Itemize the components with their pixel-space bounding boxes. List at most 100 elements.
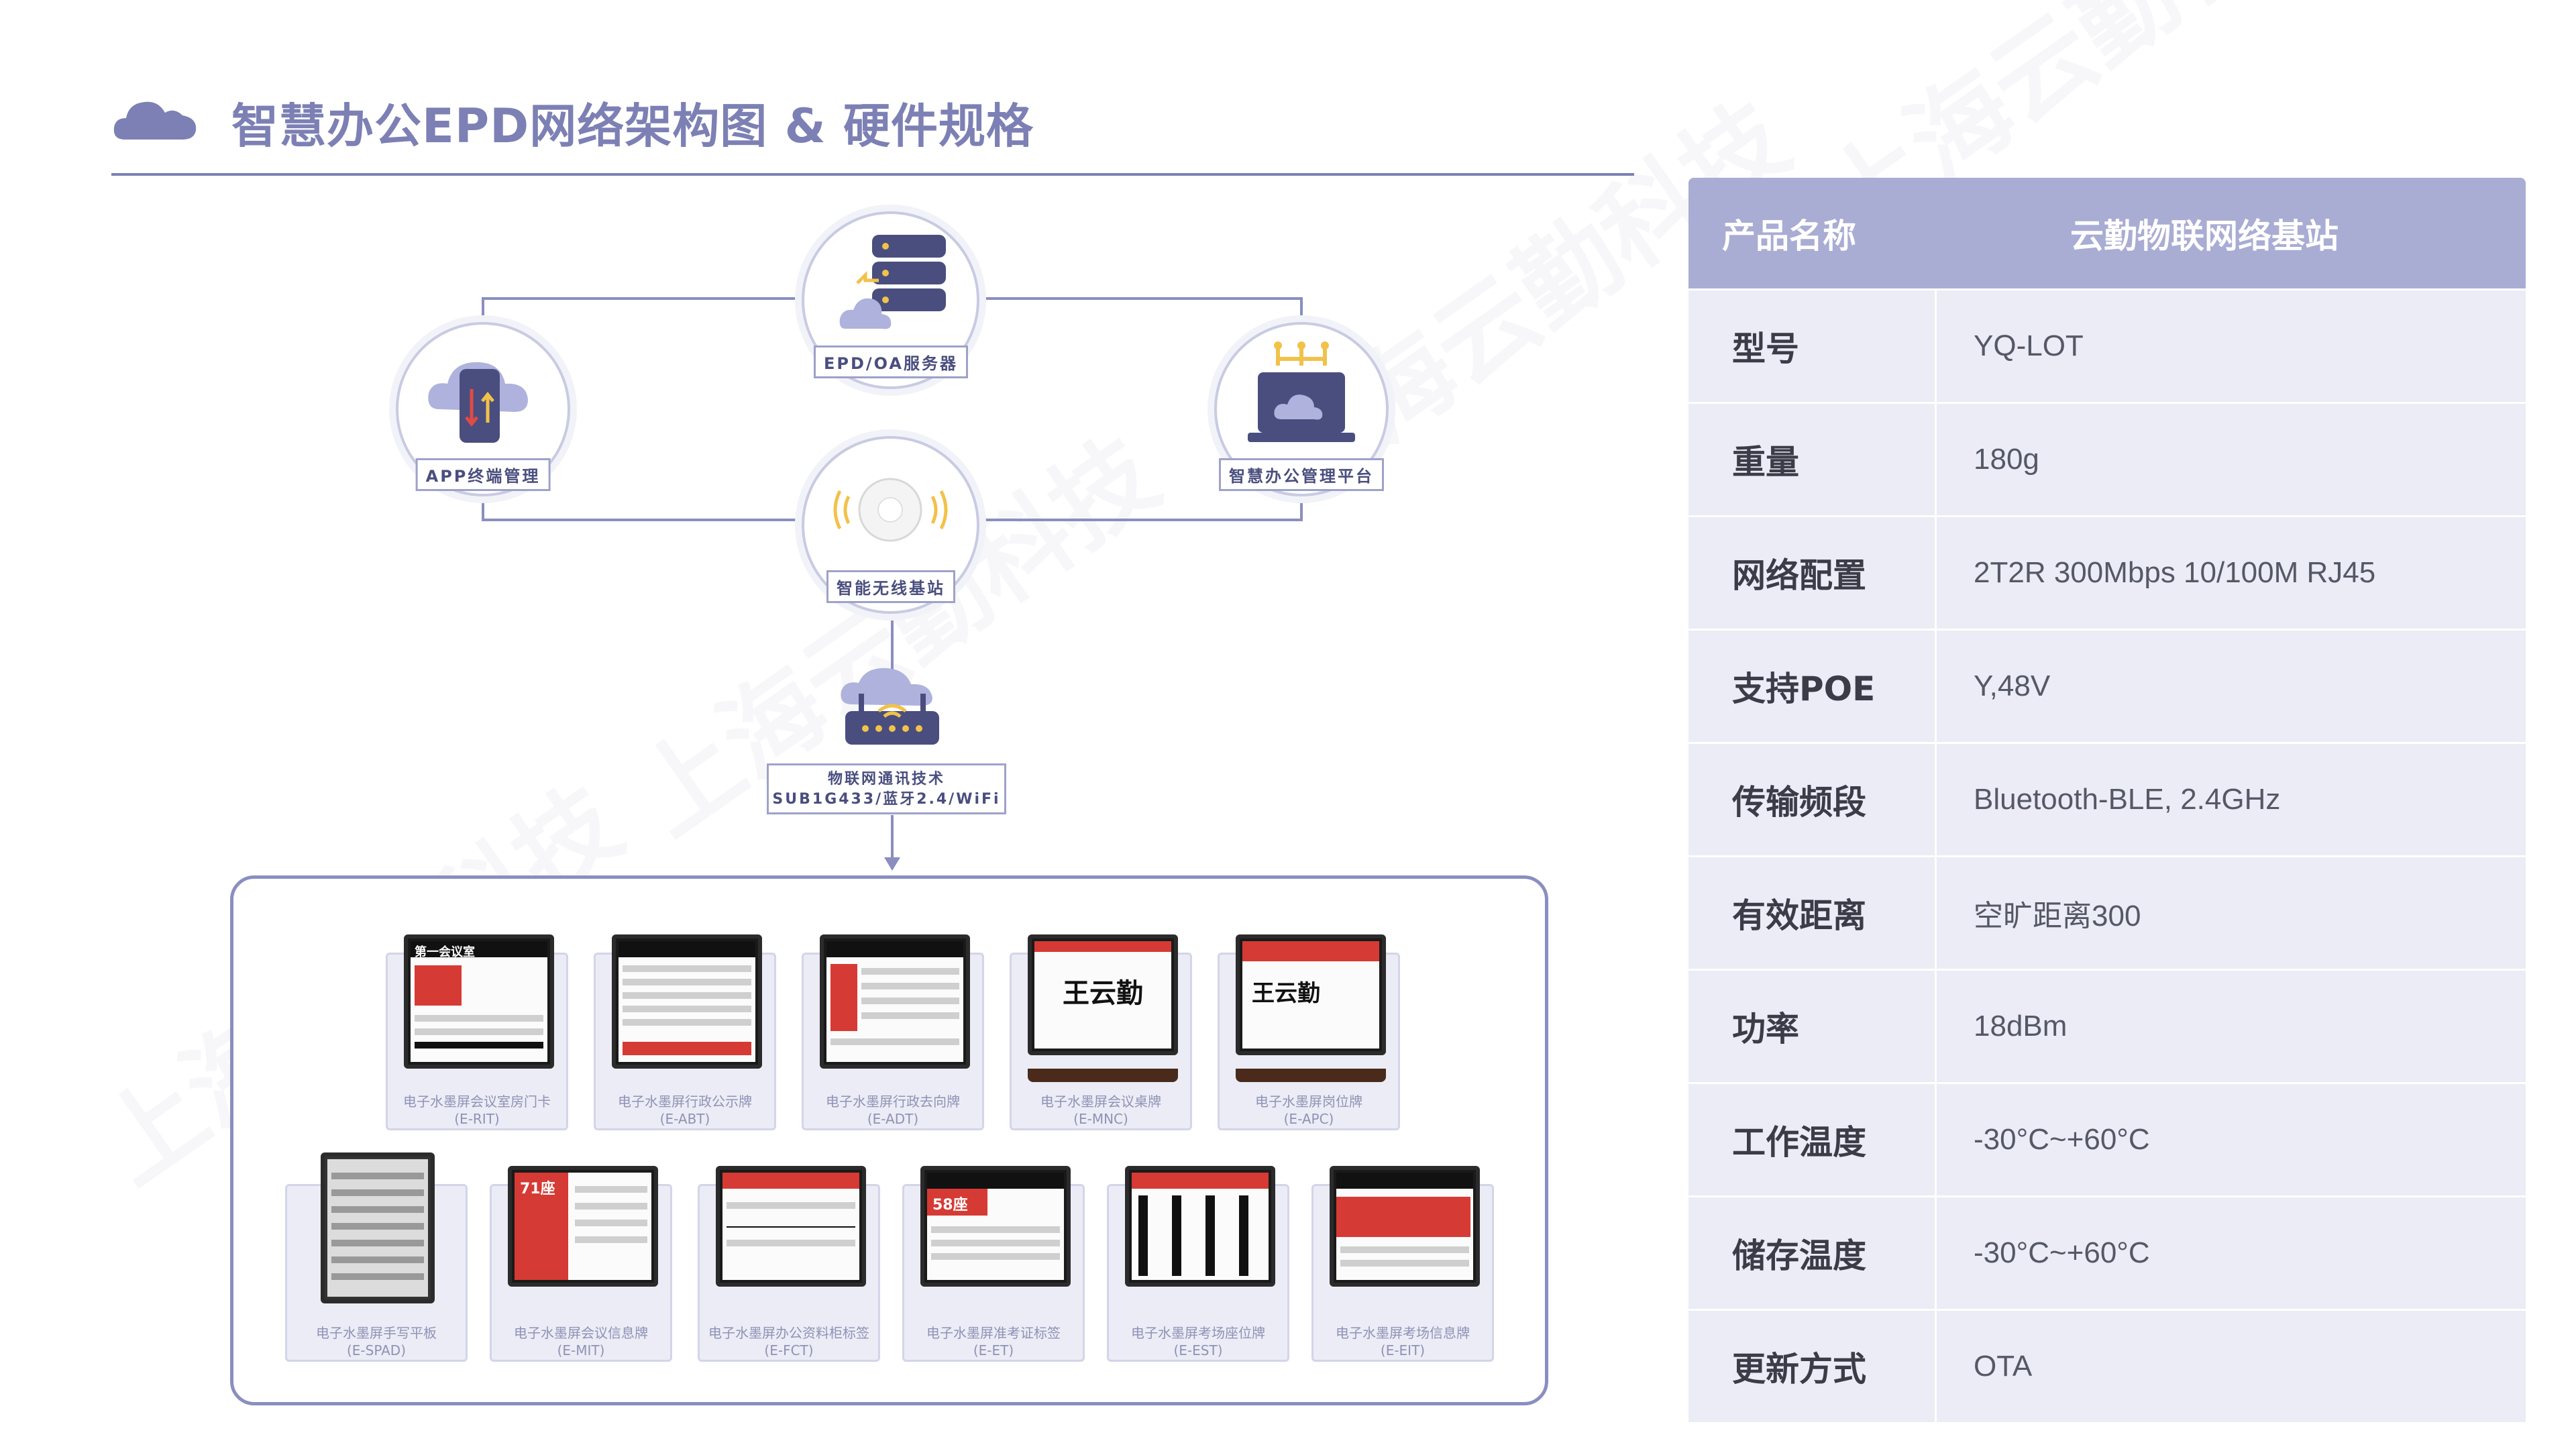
spec-value: -30°C~+60°C — [1974, 1123, 2150, 1156]
device-code: (E-FCT) — [764, 1342, 814, 1358]
device-card[interactable]: 电子水墨屏手写平板 (E-SPAD) — [285, 1152, 468, 1362]
spec-row: 重量 180g — [1688, 402, 2526, 515]
device-screen — [716, 1166, 866, 1287]
spec-row: 网络配置 2T2R 300Mbps 10/100M RJ45 — [1688, 515, 2526, 629]
spec-key: 更新方式 — [1688, 1311, 1937, 1422]
device-screen: 王云勤 — [1028, 934, 1178, 1055]
spec-value: 18dBm — [1974, 1010, 2068, 1042]
device-name: 电子水墨屏考场座位牌 — [1131, 1325, 1265, 1341]
spec-key: 型号 — [1688, 290, 1937, 402]
device-name: 电子水墨屏会议桌牌 — [1040, 1093, 1161, 1110]
spec-key: 网络配置 — [1688, 517, 1937, 629]
device-code: (E-ADT) — [867, 1111, 919, 1127]
device-stand — [1028, 1069, 1178, 1082]
spec-row: 更新方式 OTA — [1688, 1309, 2526, 1422]
platform-label: 智慧办公管理平台 — [1219, 458, 1384, 491]
device-name: 电子水墨屏行政公示牌 — [618, 1093, 752, 1110]
router-icon — [841, 667, 939, 745]
device-screen-text: 第一会议室 — [415, 945, 475, 959]
device-name: 电子水墨屏准考证标签 — [926, 1325, 1061, 1341]
spec-row: 有效距离 空旷距离300 — [1688, 855, 2526, 969]
device-screen-text: 58座 — [932, 1197, 968, 1214]
iot-tech-protocols: SUB1G433/蓝牙2.4/WiFi — [772, 791, 1001, 808]
spec-value: 180g — [1974, 443, 2039, 476]
spec-value: Bluetooth-BLE, 2.4GHz — [1974, 783, 2281, 816]
device-code: (E-RIT) — [454, 1111, 500, 1127]
spec-value: 2T2R 300Mbps 10/100M RJ45 — [1974, 556, 2376, 589]
device-name: 电子水墨屏考场信息牌 — [1336, 1325, 1470, 1341]
device-screen-text: 71座 — [520, 1181, 555, 1197]
spec-header: 产品名称 云勤物联网络基站 — [1688, 178, 2526, 288]
device-card[interactable]: 王云勤 电子水墨屏会议桌牌 (E-MNC) — [1010, 934, 1192, 1130]
device-screen: 第一会议室 — [404, 934, 554, 1069]
device-code: (E-EIT) — [1380, 1342, 1426, 1358]
device-name: 电子水墨屏手写平板 — [316, 1325, 437, 1341]
spec-header-value: 云勤物联网络基站 — [2070, 216, 2339, 256]
spec-header-key: 产品名称 — [1722, 216, 1856, 256]
wireless-basestation-icon — [833, 478, 948, 542]
device-code: (E-SPAD) — [346, 1342, 407, 1358]
spec-value: OTA — [1974, 1350, 2033, 1383]
device-card[interactable]: 电子水墨屏行政去向牌 (E-ADT) — [802, 934, 984, 1130]
device-screen — [321, 1152, 435, 1303]
device-name: 电子水墨屏办公资料柜标签 — [708, 1325, 869, 1341]
device-screen — [1330, 1166, 1480, 1287]
device-code: (E-EST) — [1173, 1342, 1223, 1358]
spec-value: YQ-LOT — [1974, 329, 2084, 362]
device-card[interactable]: 58座 电子水墨屏准考证标签 (E-ET) — [902, 1166, 1085, 1362]
spec-row: 储存温度 -30°C~+60°C — [1688, 1195, 2526, 1309]
device-screen-text: 王云勤 — [1063, 978, 1143, 1009]
spec-value: Y,48V — [1974, 669, 2051, 702]
spec-key: 有效距离 — [1688, 857, 1937, 969]
spec-row: 工作温度 -30°C~+60°C — [1688, 1082, 2526, 1195]
device-card[interactable]: 第一会议室 电子水墨屏会议室房门卡 (E-RIT) — [386, 934, 568, 1130]
mobile-app-icon — [428, 362, 528, 443]
cloud-logo-icon — [113, 101, 197, 140]
device-name: 电子水墨屏会议室房门卡 — [403, 1093, 551, 1110]
spec-key: 工作温度 — [1688, 1084, 1937, 1195]
title-divider — [111, 173, 1634, 176]
spec-row: 型号 YQ-LOT — [1688, 288, 2526, 402]
spec-key: 功率 — [1688, 971, 1937, 1082]
device-code: (E-ABT) — [659, 1111, 710, 1127]
device-card[interactable]: 电子水墨屏办公资料柜标签 (E-FCT) — [698, 1166, 880, 1362]
spec-table: 产品名称 云勤物联网络基站 型号 YQ-LOT 重量 180g 网络配置 2T2R 3… — [1688, 178, 2526, 1422]
device-card[interactable]: 王云勤 电子水墨屏岗位牌 (E-APC) — [1218, 934, 1400, 1130]
spec-value: -30°C~+60°C — [1974, 1236, 2150, 1269]
app-label: APP终端管理 — [415, 458, 551, 491]
device-screen — [820, 934, 970, 1069]
device-card[interactable]: 71座 电子水墨屏会议信息牌 (E-MIT) — [490, 1166, 672, 1362]
spec-key: 重量 — [1688, 404, 1937, 515]
page-title: 智慧办公EPD网络架构图 & 硬件规格 — [231, 99, 1034, 154]
device-card[interactable]: 电子水墨屏考场信息牌 (E-EIT) — [1311, 1166, 1494, 1362]
spec-row: 传输频段 Bluetooth-BLE, 2.4GHz — [1688, 742, 2526, 855]
device-name: 电子水墨屏岗位牌 — [1255, 1093, 1362, 1110]
iot-tech-box: 物联网通讯技术 SUB1G433/蓝牙2.4/WiFi — [767, 763, 1006, 814]
basestation-label: 智能无线基站 — [826, 570, 955, 603]
iot-tech-title: 物联网通讯技术 — [827, 771, 945, 788]
device-screen: 58座 — [920, 1166, 1071, 1287]
spec-key: 储存温度 — [1688, 1197, 1937, 1309]
device-card[interactable]: 电子水墨屏行政公示牌 (E-ABT) — [594, 934, 776, 1130]
device-screen: 王云勤 — [1236, 934, 1386, 1055]
spec-row: 功率 18dBm — [1688, 969, 2526, 1082]
device-code: (E-MNC) — [1073, 1111, 1128, 1127]
device-screen — [612, 934, 762, 1069]
device-screen — [1125, 1166, 1275, 1287]
device-card[interactable]: 电子水墨屏考场座位牌 (E-EST) — [1107, 1166, 1289, 1362]
spec-key: 传输频段 — [1688, 744, 1937, 855]
spec-value: 空旷距离300 — [1974, 900, 2141, 932]
server-icon — [839, 235, 946, 329]
device-code: (E-ET) — [973, 1342, 1014, 1358]
spec-row: 支持POE Y,48V — [1688, 629, 2526, 742]
device-code: (E-APC) — [1283, 1111, 1334, 1127]
management-platform-icon — [1248, 341, 1355, 442]
spec-key: 支持POE — [1688, 631, 1937, 742]
device-stand — [1236, 1069, 1386, 1082]
device-screen-text: 王云勤 — [1252, 980, 1320, 1007]
device-code: (E-MIT) — [557, 1342, 605, 1358]
device-name: 电子水墨屏行政去向牌 — [826, 1093, 960, 1110]
device-screen: 71座 — [508, 1166, 658, 1287]
device-name: 电子水墨屏会议信息牌 — [514, 1325, 648, 1341]
server-label: EPD/OA服务器 — [813, 345, 969, 378]
